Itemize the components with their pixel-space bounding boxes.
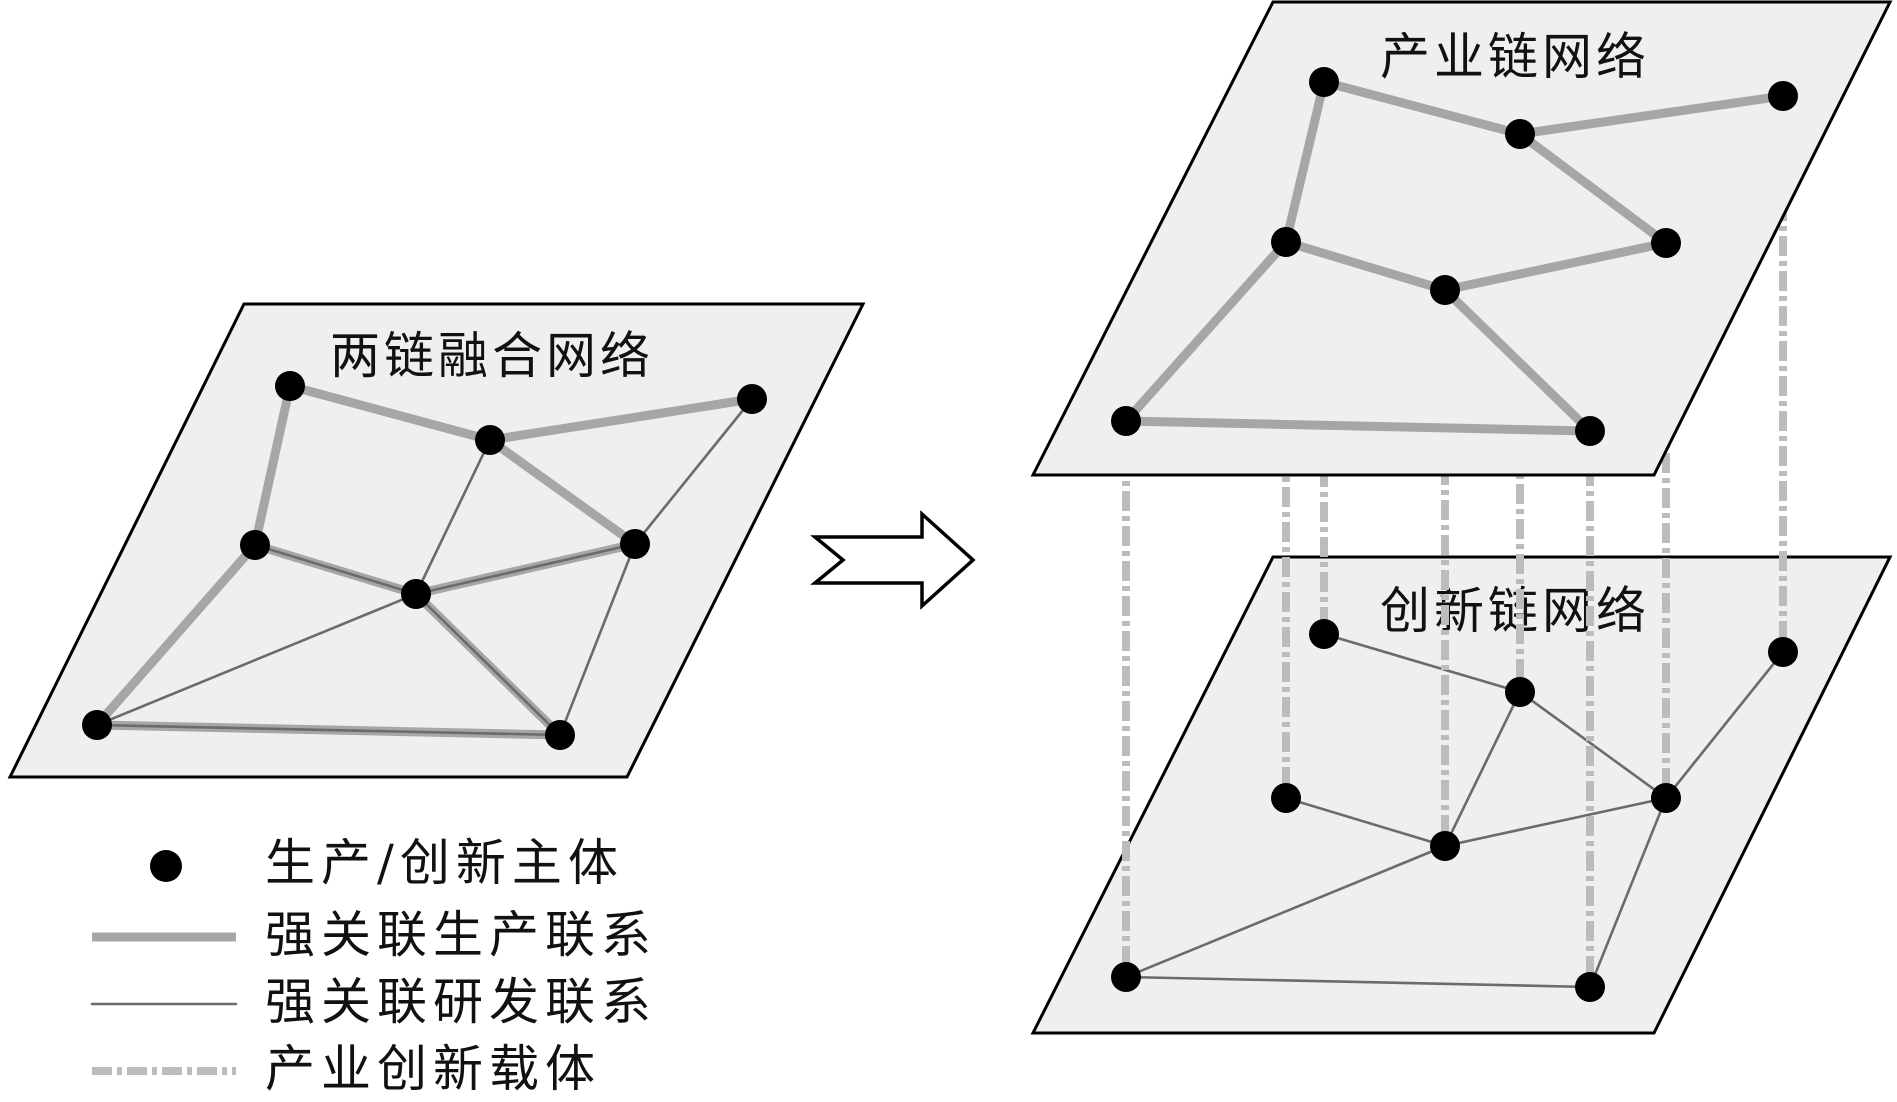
strong-link — [1281, 237, 1450, 295]
entity-node — [1651, 783, 1681, 813]
strong-link — [92, 540, 260, 730]
entity-node — [1768, 81, 1798, 111]
innovation-chain-title: 创新链网络 — [1380, 582, 1650, 640]
strong-link — [250, 381, 295, 550]
rd-link — [1124, 844, 1447, 979]
arrow-right-icon — [810, 510, 976, 610]
entity-node — [1430, 831, 1460, 861]
rd-link — [1518, 690, 1668, 800]
legend-carrier-label: 产业创新载体 — [265, 1040, 601, 1098]
industry-chain-title: 产业链网络 — [1380, 28, 1650, 86]
rd-link — [253, 543, 418, 596]
rd-link — [1664, 650, 1785, 800]
rd-link — [1284, 796, 1447, 848]
strong-link — [1281, 77, 1329, 247]
entity-node — [240, 530, 270, 560]
entity-node — [1309, 619, 1339, 649]
entity-node — [1651, 228, 1681, 258]
rd-link — [1124, 975, 1592, 989]
innovation-nodes — [1111, 619, 1798, 1002]
legend-strong-rd-label: 强关联研发联系 — [265, 973, 657, 1031]
rd-link — [414, 542, 637, 596]
entity-node — [475, 425, 505, 455]
merged-nodes — [82, 371, 767, 750]
innovation-chain-panel: 创新链网络 — [1030, 555, 1893, 1035]
merged-network-title: 两链融合网络 — [330, 327, 654, 385]
rd-link — [95, 592, 418, 727]
entity-node — [1430, 275, 1460, 305]
innovation-chain-plane — [1030, 555, 1893, 1035]
rd-link — [1443, 690, 1522, 848]
industry-strong-production-links — [1121, 77, 1788, 436]
entity-node — [1271, 783, 1301, 813]
strong-link — [485, 394, 757, 445]
entity-node — [1111, 962, 1141, 992]
entity-node — [737, 384, 767, 414]
rd-link — [95, 723, 562, 737]
entity-node — [275, 371, 305, 401]
legend: 生产/创新主体 强关联生产联系 强关联研发联系 产业创新载体 — [90, 834, 657, 1098]
strong-link — [1121, 416, 1595, 436]
rd-link — [1322, 632, 1522, 694]
entity-node — [1309, 67, 1339, 97]
entity-node — [401, 579, 431, 609]
strong-link — [1515, 91, 1788, 139]
entity-node — [1271, 227, 1301, 257]
merged-network-plane — [7, 302, 866, 779]
merged-network-panel: 两链融合网络 — [7, 302, 866, 779]
strong-link — [1319, 77, 1525, 139]
strong-link — [485, 435, 640, 549]
legend-strong-production-label: 强关联生产联系 — [265, 906, 657, 964]
industry-chain-panel: 产业链网络 — [1030, 0, 1893, 477]
entity-node — [1505, 677, 1535, 707]
entity-node — [545, 720, 575, 750]
rd-link — [414, 438, 492, 596]
strong-link — [1440, 285, 1595, 436]
entity-node — [1111, 406, 1141, 436]
rd-link — [558, 542, 637, 737]
rd-link — [1443, 796, 1668, 848]
merged-strong-rd-links — [95, 397, 754, 737]
industry-chain-plane — [1030, 0, 1893, 477]
entity-node — [1575, 972, 1605, 1002]
entity-node — [1505, 119, 1535, 149]
strong-link — [1121, 237, 1291, 426]
rd-link — [1588, 796, 1668, 989]
rd-link — [414, 592, 562, 737]
industry-nodes — [1111, 67, 1798, 446]
carrier-links — [1122, 82, 1787, 987]
entity-node — [1768, 637, 1798, 667]
entity-node — [1575, 416, 1605, 446]
innovation-rd-links — [1124, 632, 1785, 989]
legend-entity-label: 生产/创新主体 — [265, 834, 624, 892]
entity-node — [82, 710, 112, 740]
legend-entity-marker — [150, 850, 182, 882]
strong-link — [285, 381, 495, 445]
strong-link — [1440, 238, 1671, 295]
entity-node — [620, 529, 650, 559]
rd-link — [633, 397, 754, 546]
strong-link — [1515, 129, 1671, 248]
